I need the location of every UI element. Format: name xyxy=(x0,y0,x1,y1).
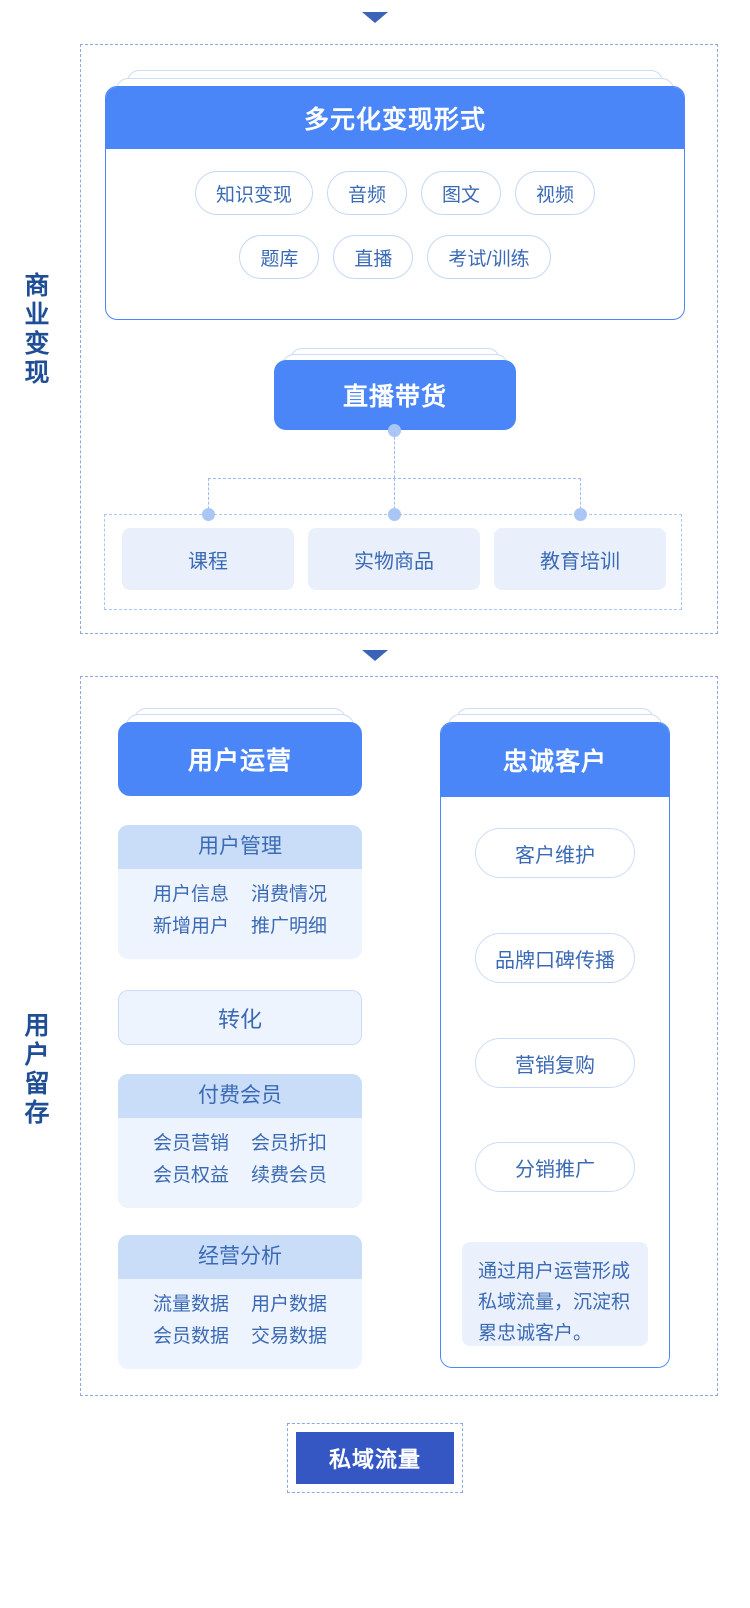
side-label-retention: 用户留存 xyxy=(21,1012,49,1128)
connector-vertical-right xyxy=(580,478,581,514)
card-live-commerce[interactable]: 直播带货 xyxy=(274,348,516,430)
subcard-user-management[interactable]: 用户管理 用户信息 消费情况 新增用户 推广明细 xyxy=(118,825,362,959)
connector-dot-jiaoyupeixun xyxy=(574,508,587,521)
section-monetization xyxy=(80,44,718,634)
card-body-monetization-formats: 知识变现 音频 图文 视频 题库 直播 考试/训练 xyxy=(106,149,684,279)
arrow-down-icon-top xyxy=(362,12,388,23)
lchip-marketing-repurchase[interactable]: 营销复购 xyxy=(475,1038,635,1088)
subcard-user-management-body: 用户信息 消费情况 新增用户 推广明细 xyxy=(118,869,362,955)
chip-yinpin[interactable]: 音频 xyxy=(326,171,407,215)
subcard-business-analysis[interactable]: 经营分析 流量数据 用户数据 会员数据 交易数据 xyxy=(118,1235,362,1369)
kv-item[interactable]: 会员营销 xyxy=(152,1133,229,1154)
subcard-user-management-header: 用户管理 xyxy=(118,825,362,869)
card-title-monetization-formats: 多元化变现形式 xyxy=(106,87,684,149)
card-user-ops[interactable]: 用户运营 xyxy=(118,708,362,796)
subcard-business-analysis-header: 经营分析 xyxy=(118,1235,362,1279)
arrow-down-icon-mid xyxy=(362,650,388,661)
chip-tiku[interactable]: 题库 xyxy=(239,235,320,279)
card-conversion[interactable]: 转化 xyxy=(118,990,362,1045)
kv-item[interactable]: 消费情况 xyxy=(251,884,328,905)
connector-dot-kecheng xyxy=(202,508,215,521)
lchip-brand-reputation[interactable]: 品牌口碑传播 xyxy=(475,933,635,983)
connector-dot-root xyxy=(388,424,401,437)
kv-row: 用户信息 消费情况 xyxy=(118,879,362,911)
kv-row: 流量数据 用户数据 xyxy=(118,1289,362,1321)
card-monetization-formats-main: 多元化变现形式 知识变现 音频 图文 视频 题库 直播 考试/训练 xyxy=(105,86,685,320)
connector-vertical-left xyxy=(208,478,209,514)
loyal-customers-note: 通过用户运营形成私域流量，沉淀积累忠诚客户。 xyxy=(462,1242,648,1346)
subcard-paid-membership[interactable]: 付费会员 会员营销 会员折扣 会员权益 续费会员 xyxy=(118,1074,362,1208)
card-live-commerce-main: 直播带货 xyxy=(274,360,516,430)
side-label-monetization: 商业变现 xyxy=(21,272,49,388)
kv-item[interactable]: 用户数据 xyxy=(251,1294,328,1315)
tile-kecheng[interactable]: 课程 xyxy=(122,528,294,590)
chip-zhishibianxian[interactable]: 知识变现 xyxy=(194,171,313,215)
section-retention xyxy=(80,676,718,1396)
connector-vertical-center xyxy=(394,478,395,514)
kv-item[interactable]: 会员折扣 xyxy=(251,1133,328,1154)
subcard-paid-membership-body: 会员营销 会员折扣 会员权益 续费会员 xyxy=(118,1118,362,1204)
private-traffic-box[interactable]: 私域流量 xyxy=(296,1432,454,1484)
chip-row-2: 题库 直播 考试/训练 xyxy=(122,235,668,279)
card-monetization-formats[interactable]: 多元化变现形式 知识变现 音频 图文 视频 题库 直播 考试/训练 xyxy=(105,70,685,320)
chip-shipin[interactable]: 视频 xyxy=(515,171,596,215)
connector-vertical-root xyxy=(394,432,395,478)
kv-row: 会员权益 续费会员 xyxy=(118,1160,362,1192)
tile-shiwushangpin[interactable]: 实物商品 xyxy=(308,528,480,590)
chip-row-1: 知识变现 音频 图文 视频 xyxy=(122,171,668,215)
kv-row: 新增用户 推广明细 xyxy=(118,911,362,943)
subcard-business-analysis-body: 流量数据 用户数据 会员数据 交易数据 xyxy=(118,1279,362,1365)
kv-item[interactable]: 交易数据 xyxy=(251,1326,328,1347)
subcard-paid-membership-header: 付费会员 xyxy=(118,1074,362,1118)
connector-dot-shiwushangpin xyxy=(388,508,401,521)
card-user-ops-main: 用户运营 xyxy=(118,722,362,796)
chip-kaoshi-xunlian[interactable]: 考试/训练 xyxy=(427,235,551,279)
lchip-customer-maintenance[interactable]: 客户维护 xyxy=(475,828,635,878)
kv-item[interactable]: 推广明细 xyxy=(251,916,328,937)
lchip-distribution-promotion[interactable]: 分销推广 xyxy=(475,1142,635,1192)
kv-item[interactable]: 流量数据 xyxy=(152,1294,229,1315)
kv-row: 会员营销 会员折扣 xyxy=(118,1128,362,1160)
chip-tuwen[interactable]: 图文 xyxy=(421,171,502,215)
tile-jiaoyupeixun[interactable]: 教育培训 xyxy=(494,528,666,590)
kv-item[interactable]: 会员权益 xyxy=(152,1165,229,1186)
kv-row: 会员数据 交易数据 xyxy=(118,1321,362,1353)
kv-item[interactable]: 会员数据 xyxy=(152,1326,229,1347)
chip-zhibo[interactable]: 直播 xyxy=(333,235,414,279)
kv-item[interactable]: 新增用户 xyxy=(152,916,229,937)
private-traffic-dashed-frame xyxy=(287,1423,463,1493)
kv-item[interactable]: 用户信息 xyxy=(152,884,229,905)
kv-item[interactable]: 续费会员 xyxy=(251,1165,328,1186)
card-title-loyal-customers: 忠诚客户 xyxy=(441,723,669,797)
